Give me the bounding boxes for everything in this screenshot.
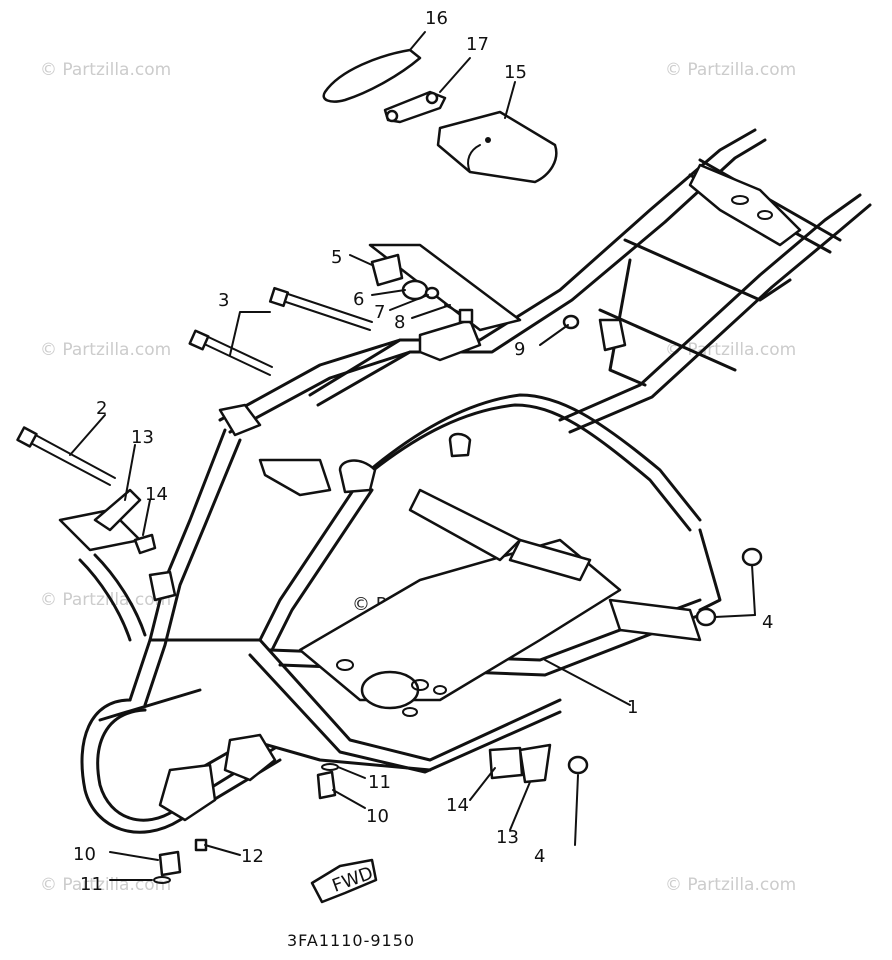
watermark: © Partzilla.com <box>40 590 171 610</box>
callout-8: 8 <box>394 312 405 333</box>
part-10-damper <box>158 770 337 877</box>
part-7-washer <box>424 286 440 300</box>
callout-10: 10 <box>366 806 389 827</box>
callout-9: 9 <box>514 339 525 360</box>
part-3-bolts <box>188 286 373 376</box>
watermark: © Partzilla.com <box>665 60 796 80</box>
leader-lines <box>69 254 756 881</box>
callout-11: 11 <box>80 874 103 895</box>
watermark: © Partzilla.com <box>40 340 171 360</box>
part-5-bushing <box>370 253 404 287</box>
part-2-bolt <box>16 426 116 486</box>
watermark: © Partzilla.com <box>40 60 171 80</box>
part-8-bolt <box>444 304 474 324</box>
callout-4: 4 <box>762 612 773 633</box>
callout-4: 4 <box>534 846 545 867</box>
callout-3: 3 <box>218 290 229 311</box>
callout-14: 14 <box>446 795 469 816</box>
watermark: © Partzilla.com <box>665 875 796 895</box>
callout-17: 17 <box>466 34 489 55</box>
watermark: © Partzilla.com <box>40 875 171 895</box>
callout-6: 6 <box>353 289 364 310</box>
part-16-shape <box>322 31 426 103</box>
callout-13: 13 <box>131 427 154 448</box>
callout-1: 1 <box>627 697 638 718</box>
part-13-bracket <box>93 488 552 784</box>
callout-16: 16 <box>425 8 448 29</box>
callout-14: 14 <box>145 484 168 505</box>
callout-5: 5 <box>331 247 342 268</box>
part-4-nuts <box>567 547 763 775</box>
fwd-arrow: FWD <box>310 858 378 904</box>
part-17-shape <box>383 57 471 124</box>
callout-12: 12 <box>241 846 264 867</box>
callout-11: 11 <box>368 772 391 793</box>
callout-10: 10 <box>73 844 96 865</box>
frame-body <box>58 128 872 834</box>
callout-15: 15 <box>504 62 527 83</box>
part-14-collar <box>133 533 524 780</box>
callout-13: 13 <box>496 827 519 848</box>
callout-7: 7 <box>374 302 385 323</box>
callouts: 1 2 3 4 4 5 6 7 8 9 10 10 11 11 12 13 13… <box>73 8 773 895</box>
callout-2: 2 <box>96 398 107 419</box>
part-15-shape <box>436 81 558 184</box>
drawing-code: 3FA1110-9150 <box>287 931 415 950</box>
